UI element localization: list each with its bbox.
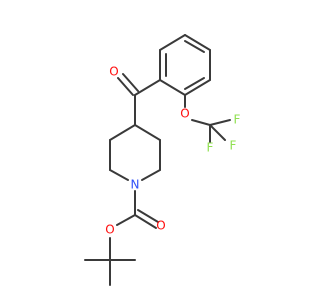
bond-ether-cf3: [191, 119, 211, 126]
piperidine-ring: [109, 124, 161, 181]
atom-f-1: F: [207, 141, 214, 155]
bond-carbonyl-double: [122, 73, 139, 92]
molecule-canvas: O O N O O F F F: [84, 34, 241, 286]
bond-cf3-f: [209, 124, 226, 141]
bond-carbonyl-ring: [134, 79, 161, 96]
double-bond-inner: [184, 77, 205, 90]
bond: [159, 34, 186, 51]
bond-ester-carbonyl: [134, 214, 157, 229]
atom-f-3: F: [234, 113, 241, 127]
bond-cf3-f: [209, 119, 231, 126]
bond: [134, 124, 161, 141]
bond-ester-carbonyl-double: [137, 209, 159, 223]
double-bond-inner: [184, 40, 205, 53]
bond: [109, 124, 136, 141]
atom-o-ether: O: [180, 107, 189, 121]
atom-f-2: F: [230, 139, 237, 153]
benzene-ring: [159, 34, 211, 96]
bond: [109, 169, 129, 181]
bond-carbonyl: [117, 77, 134, 96]
bond: [159, 79, 186, 96]
bond-ester-single: [116, 214, 136, 226]
bond: [184, 79, 211, 96]
atom-o-ester-carbonyl: O: [156, 219, 165, 233]
atom-o-ester-single: O: [105, 223, 114, 237]
structure-diagram: O O N O O F F F: [84, 34, 241, 286]
atom-o-carbonyl: O: [109, 65, 118, 79]
bond: [141, 169, 161, 181]
atom-n-piperidine: N: [131, 178, 140, 192]
bond: [184, 34, 211, 51]
